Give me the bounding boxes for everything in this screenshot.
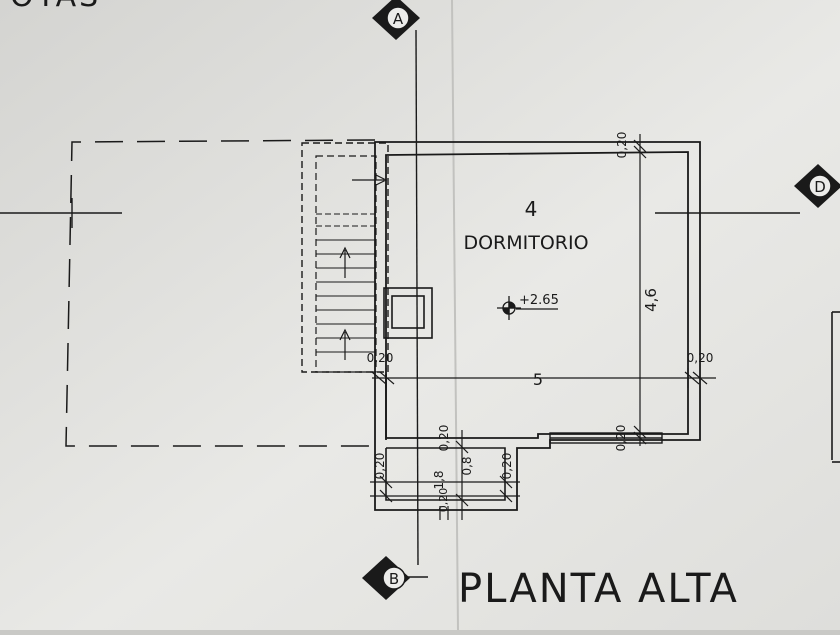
window: [549, 432, 663, 444]
axis-bubble-a: A: [372, 0, 420, 40]
corner-text-fragment: OTAS: [10, 0, 101, 14]
axis-bubble-d: D: [794, 164, 840, 208]
axis-label-b: B: [389, 570, 399, 588]
axis-label-d: D: [814, 178, 826, 196]
dim-wall-bottom-window: 0,20: [614, 425, 628, 452]
dimension-lines: [370, 134, 716, 520]
dim-room-width: 5: [533, 370, 543, 389]
lower-floor-outline: [65, 139, 376, 447]
dim-landing-right: 0,20: [500, 453, 514, 480]
axis-label-a: A: [393, 10, 404, 28]
axis-bubble-b: B: [362, 556, 410, 600]
level-mark-value: +2.65: [519, 293, 559, 308]
dim-landing-width: 1,8: [432, 470, 446, 489]
adjacent-drawing-fragment: [831, 311, 840, 463]
room-number: 4: [525, 197, 538, 221]
stair-direction-arrows: [339, 174, 388, 360]
dim-landing-left: 0,20: [373, 453, 387, 480]
chimney-block: [383, 287, 433, 339]
paper-fold-line: [451, 0, 459, 631]
stair-treads: [316, 213, 376, 353]
stair: [301, 142, 389, 373]
dim-room-depth: 4,6: [642, 288, 660, 312]
dim-wall-left: 0,20: [367, 351, 394, 365]
room-name: DORMITORIO: [463, 232, 588, 254]
dim-landing-depth: 0,8: [460, 456, 474, 475]
dim-wall-right: 0,20: [687, 351, 714, 365]
level-mark-symbol: [497, 296, 558, 320]
axis-a-line: [415, 29, 419, 566]
view-title: PLANTA ALTA: [458, 566, 739, 612]
dim-landing-top: 0,20: [437, 425, 451, 452]
dim-wall-top-right: 0,20: [615, 132, 629, 159]
dim-landing-bottom: 0,20: [437, 488, 450, 513]
